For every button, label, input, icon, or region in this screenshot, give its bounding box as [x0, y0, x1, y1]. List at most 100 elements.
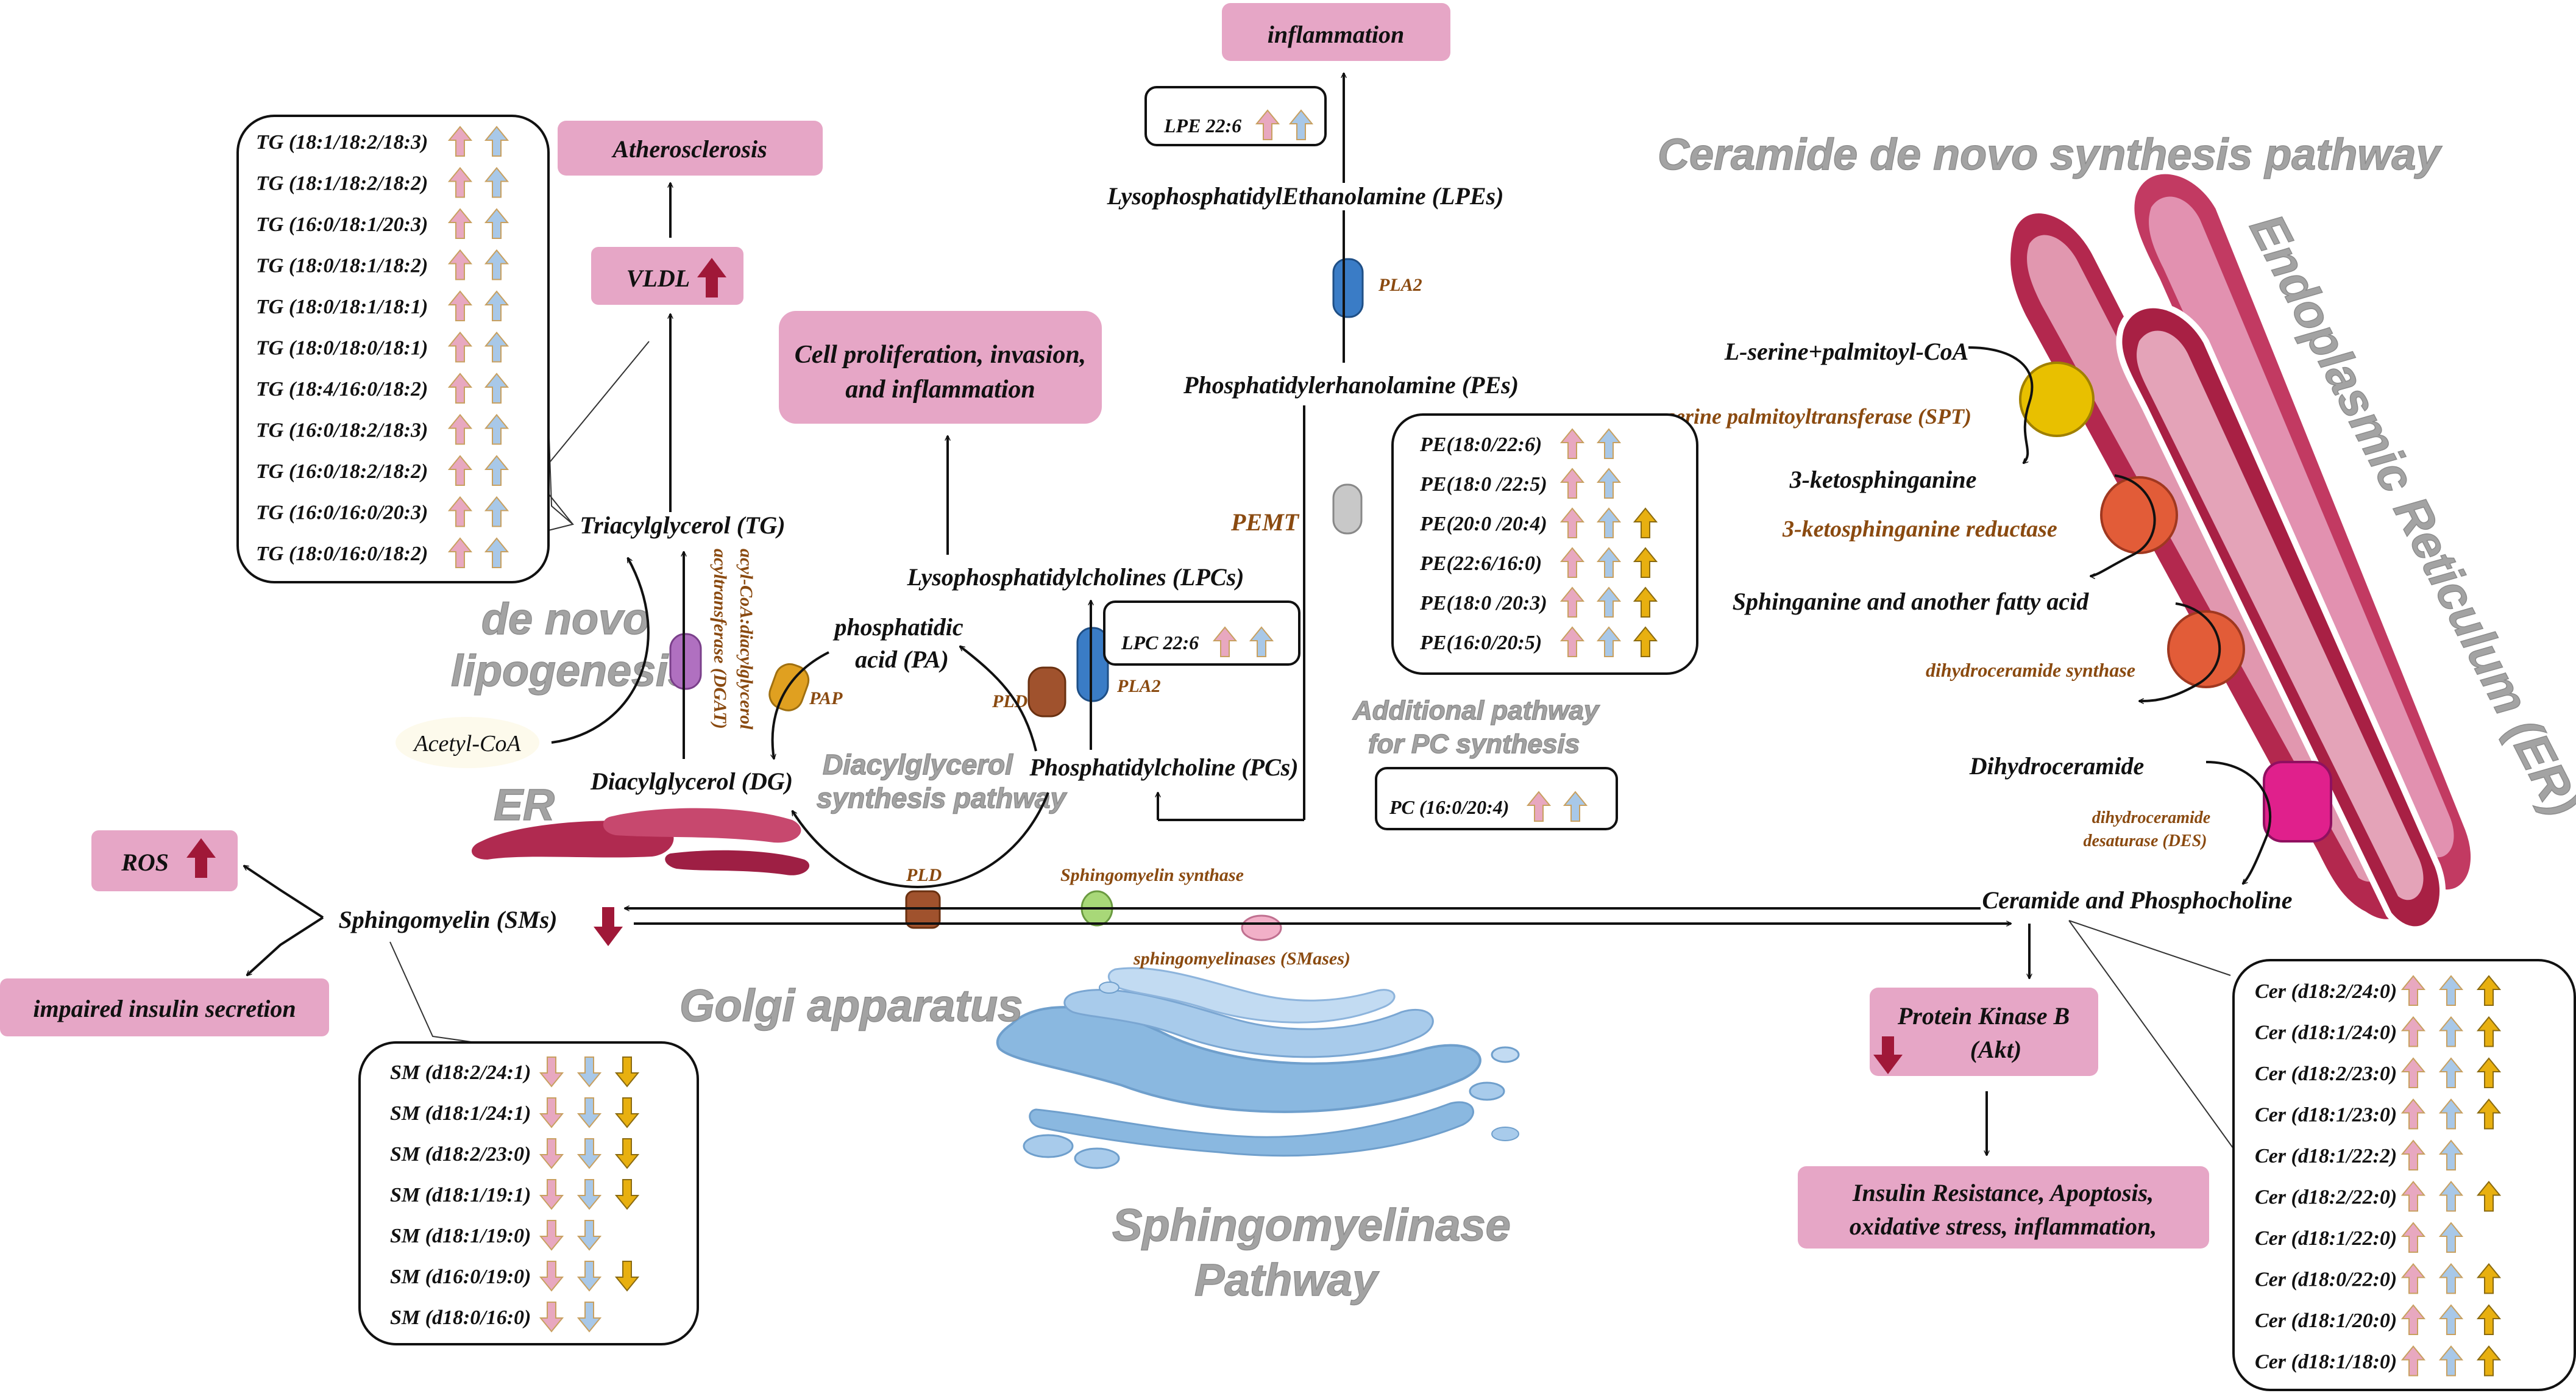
gold-up-arrow-icon	[2476, 1098, 2502, 1130]
blue-down-arrow-icon	[577, 1220, 602, 1251]
lipid-species-label: PE(18:0 /22:5)	[1419, 473, 1547, 496]
blue-up-arrow-icon	[2438, 1304, 2464, 1335]
blue-up-arrow-icon	[2438, 1222, 2464, 1253]
pap-label: PAP	[809, 688, 843, 708]
blue-up-arrow-icon	[484, 455, 509, 486]
lipid-species-label: TG (16:0/18:2/18:2)	[256, 460, 428, 483]
atherosclerosis-text: Atherosclerosis	[611, 135, 767, 163]
pink-up-arrow-icon	[2400, 1057, 2426, 1088]
pla2-mid-label: PLA2	[1116, 676, 1161, 696]
pink-up-arrow-icon	[1559, 586, 1585, 618]
lipid-species-label: PE(16:0/20:5)	[1419, 632, 1542, 654]
pink-up-arrow-icon	[447, 331, 473, 363]
smase-pathway-label-line1: Sphingomyelinase	[1112, 1200, 1511, 1250]
gold-up-arrow-icon	[2476, 1180, 2502, 1212]
pink-down-arrow-icon	[539, 1302, 564, 1333]
blue-down-arrow-icon	[577, 1097, 602, 1128]
blue-up-arrow-icon	[1596, 547, 1622, 578]
cell-proliferation-text-line2: and inflammation	[845, 376, 1035, 404]
golgi-illustration	[996, 967, 1520, 1169]
lipid-species-label: LPE 22:6	[1163, 115, 1241, 137]
lipid-species-label: TG (18:1/18:2/18:3)	[256, 131, 428, 154]
ceramide-pathway-label: Ceramide de novo synthesis pathway	[1658, 130, 2443, 179]
pink-up-arrow-icon	[2400, 1263, 2426, 1294]
impaired-insulin-text: impaired insulin secretion	[33, 995, 296, 1022]
dgat-enzyme-icon	[669, 633, 702, 690]
pink-up-arrow-icon	[2400, 1345, 2426, 1377]
gold-up-arrow-icon	[1633, 547, 1658, 578]
pla2-top-enzyme-icon	[1332, 258, 1364, 318]
cell-proliferation-box: Cell proliferation, invasion, and inflam…	[779, 311, 1102, 424]
dhcs-enzyme-icon	[2167, 610, 2245, 688]
pink-up-arrow-icon	[1526, 791, 1552, 822]
insulin-resistance-box: Insulin Resistance, Apoptosis, oxidative…	[1798, 1166, 2209, 1249]
dhcs-label: dihydroceramide synthase	[1926, 659, 2135, 681]
pink-up-arrow-icon	[2400, 975, 2426, 1006]
blue-up-arrow-icon	[2438, 1180, 2464, 1212]
pink-up-arrow-icon	[447, 208, 473, 239]
gold-up-arrow-icon	[2476, 1304, 2502, 1335]
pink-up-arrow-icon	[447, 166, 473, 198]
ros-up-red-arrow-icon	[186, 838, 216, 878]
ketosphinganine-label: 3-ketosphinganine	[1789, 466, 1977, 493]
gold-down-arrow-icon	[614, 1138, 640, 1169]
lipid-species-label: TG (18:0/18:1/18:1)	[256, 296, 428, 318]
blue-up-arrow-icon	[484, 290, 509, 321]
blue-up-arrow-icon	[1596, 626, 1622, 657]
tg-label: Triacylglycerol (TG)	[580, 511, 785, 539]
blue-up-arrow-icon	[484, 537, 509, 568]
pink-up-arrow-icon	[1212, 626, 1238, 657]
serine-palmitoyl-label: L-serine+palmitoyl-CoA	[1724, 338, 1969, 365]
gold-up-arrow-icon	[1633, 586, 1658, 618]
lipid-species-label: SM (d18:1/24:1)	[390, 1102, 531, 1125]
vldl-up-red-arrow-icon	[697, 258, 726, 297]
vldl-text: VLDL	[626, 265, 690, 292]
ros-box: ROS	[91, 830, 238, 891]
pink-up-arrow-icon	[447, 413, 473, 445]
akt-box: Protein Kinase B (Akt)	[1870, 988, 2098, 1076]
pemt-label: PEMT	[1230, 508, 1300, 536]
blue-up-arrow-icon	[484, 208, 509, 239]
blue-up-arrow-icon	[484, 166, 509, 198]
inflammation-text: inflammation	[1268, 21, 1405, 48]
gold-up-arrow-icon	[2476, 1263, 2502, 1294]
insulin-resistance-text-line2: oxidative stress, inflammation,	[1850, 1213, 2157, 1240]
dg-pathway-label-line1: Diacylglycerol	[823, 749, 1013, 780]
pink-up-arrow-icon	[2400, 1304, 2426, 1335]
gold-down-arrow-icon	[614, 1056, 640, 1088]
pink-up-arrow-icon	[1559, 507, 1585, 538]
spt-enzyme-icon	[2019, 362, 2095, 437]
ceramide-label: Ceramide and Phosphocholine	[1982, 886, 2293, 914]
blue-up-arrow-icon	[484, 331, 509, 363]
sms-label: Sphingomyelin (SMs)	[339, 906, 558, 933]
lipid-species-label: Cer (d18:1/23:0)	[2255, 1104, 2397, 1127]
lipid-species-label: TG (18:1/18:2/18:2)	[256, 173, 428, 195]
blue-up-arrow-icon	[1596, 507, 1622, 538]
insulin-resistance-text-line1: Insulin Resistance, Apoptosis,	[1852, 1179, 2154, 1206]
akt-text-line2: (Akt)	[1970, 1036, 2021, 1063]
sm-synthase-label: Sphingomyelin synthase	[1060, 865, 1244, 885]
pink-up-arrow-icon	[447, 455, 473, 486]
blue-up-arrow-icon	[2438, 975, 2464, 1006]
blue-up-arrow-icon	[484, 413, 509, 445]
pink-down-arrow-icon	[539, 1261, 564, 1292]
blue-up-arrow-icon	[2438, 1139, 2464, 1170]
blue-up-arrow-icon	[2438, 1098, 2464, 1130]
cell-proliferation-text-line1: Cell proliferation, invasion,	[795, 341, 1086, 369]
lpes-label: LysophosphatidylEthanolamine (LPEs)	[1107, 182, 1504, 210]
pink-up-arrow-icon	[1559, 428, 1585, 459]
lipid-species-label: Cer (d18:2/23:0)	[2255, 1063, 2397, 1085]
lipid-species-label: TG (18:0/18:1/18:2)	[256, 255, 428, 277]
gold-up-arrow-icon	[2476, 975, 2502, 1006]
lipid-species-label: Cer (d18:2/22:0)	[2255, 1186, 2397, 1209]
spt-label: serine palmitoyltransferase (SPT)	[1666, 404, 1971, 429]
lipid-species-label: PE(18:0 /20:3)	[1419, 592, 1547, 615]
pink-up-arrow-icon	[2400, 1016, 2426, 1047]
lipid-species-label: PE(22:6/16:0)	[1419, 552, 1542, 575]
pcs-label: Phosphatidylcholine (PCs)	[1029, 754, 1298, 781]
lipid-species-label: LPC 22:6	[1121, 632, 1199, 654]
pink-up-arrow-icon	[2400, 1098, 2426, 1130]
pink-up-arrow-icon	[447, 372, 473, 404]
er-short-label: ER	[494, 781, 555, 830]
smases-enzyme-icon	[1241, 914, 1282, 941]
